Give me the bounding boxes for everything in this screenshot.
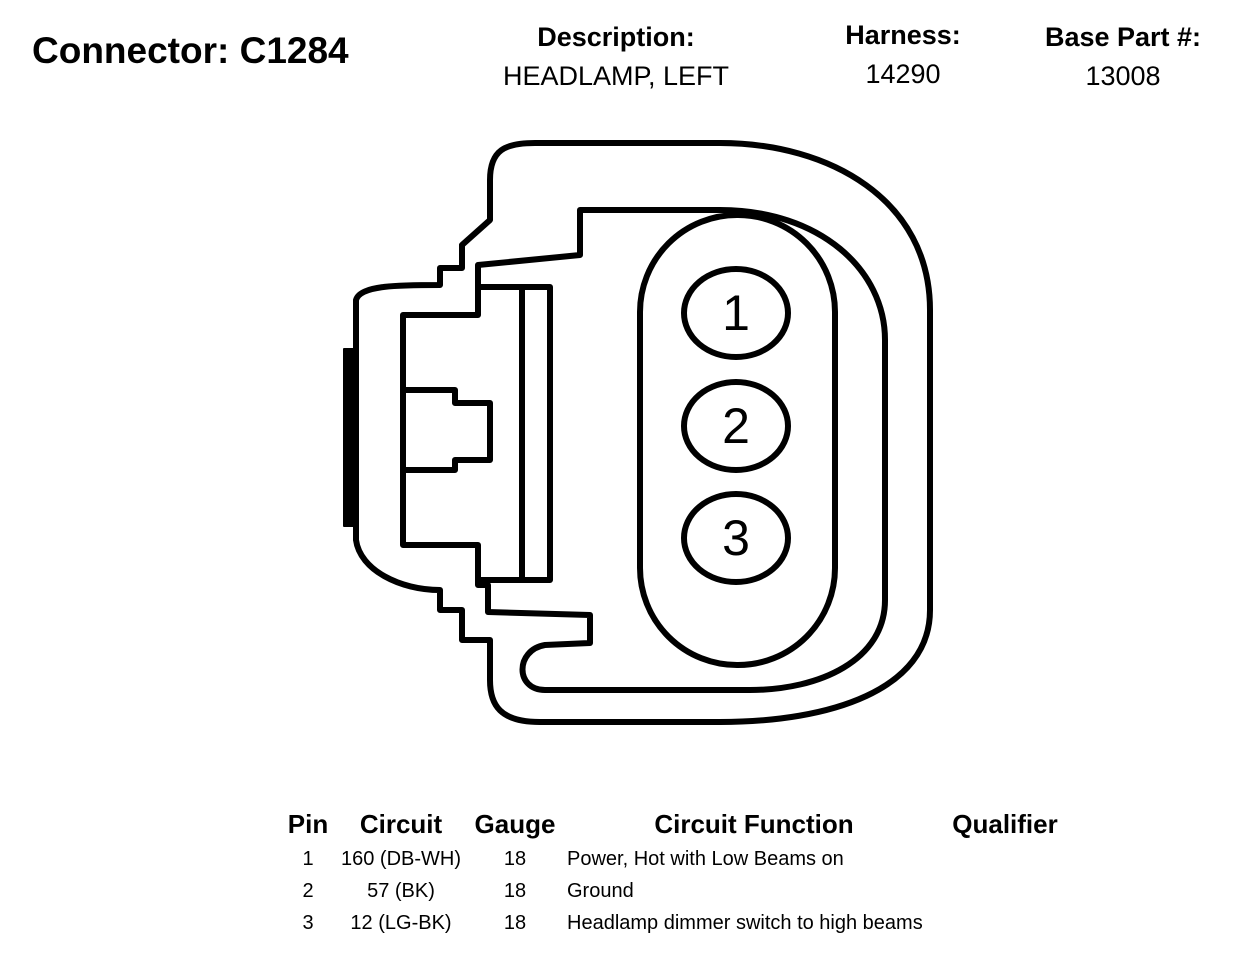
pin-3-circle: [681, 491, 791, 585]
pin-1: 1: [681, 266, 791, 360]
description-label: Description:: [537, 22, 695, 52]
harness-value: 14290: [865, 59, 941, 89]
base-part-label: Base Part #:: [1044, 22, 1202, 52]
harness-block: Harness: 14290: [803, 18, 1003, 96]
side-bar: [343, 348, 359, 527]
pin-2-label: 2: [722, 398, 750, 454]
connector-title: Connector: C1284: [32, 30, 349, 71]
latch-frame: [477, 284, 553, 583]
description-value: HEADLAMP, LEFT: [502, 61, 730, 91]
pin-2: 2: [681, 379, 791, 473]
inner-shell: [400, 207, 888, 693]
housing-outline: [353, 140, 933, 725]
pin-1-circle: [681, 266, 791, 360]
description-block: Description: HEADLAMP, LEFT: [466, 20, 766, 98]
base-part-block: Base Part #: 13008: [1023, 20, 1223, 98]
pin-3-label: 3: [722, 510, 750, 566]
pin-3: 3: [681, 491, 791, 585]
base-part-value: 13008: [1085, 61, 1161, 91]
pin-1-label: 1: [722, 285, 750, 341]
harness-label: Harness:: [845, 20, 961, 50]
lock-tab: [400, 387, 493, 473]
pin-cavity: [637, 212, 838, 668]
pin-2-circle: [681, 379, 791, 473]
